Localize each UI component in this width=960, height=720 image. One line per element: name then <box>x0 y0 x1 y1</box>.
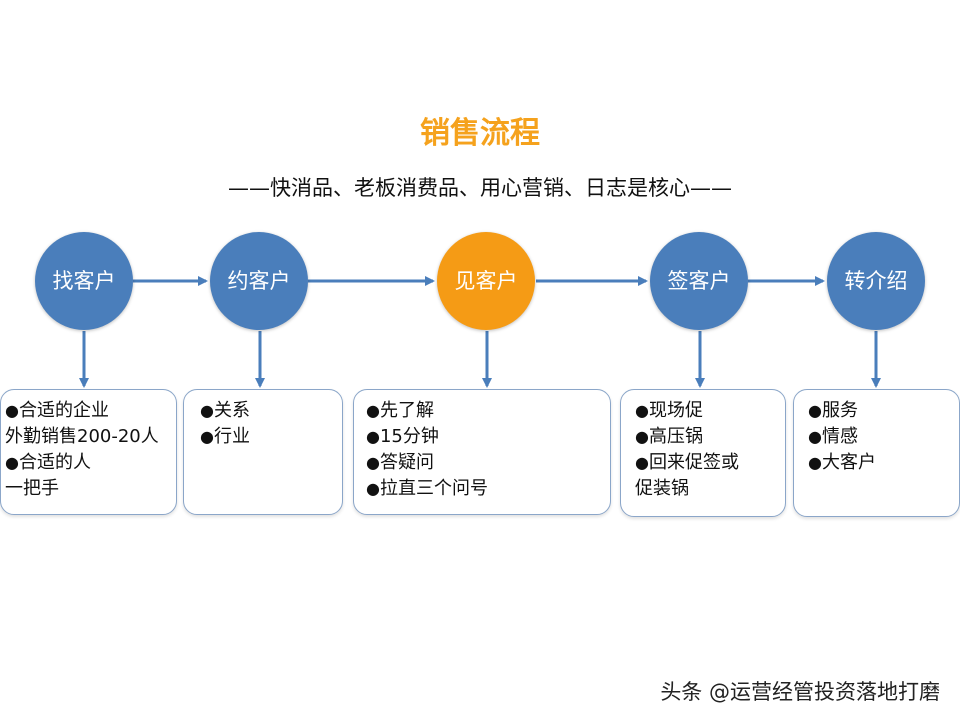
detail-item: 关系 <box>200 398 338 424</box>
detail-item: 先了解 <box>366 398 606 424</box>
step-find-customer: 找客户 <box>35 232 133 330</box>
detail-item: 行业 <box>200 424 338 450</box>
detail-item: 服务 <box>808 398 955 424</box>
details-box-book-customer: 关系 行业 <box>183 389 343 515</box>
detail-item: 合适的人 <box>5 450 172 476</box>
step-label: 找客户 <box>52 268 116 293</box>
subtitle: ——快消品、老板消费品、用心营销、日志是核心—— <box>228 176 732 200</box>
step-referral: 转介绍 <box>827 232 925 330</box>
step-meet-customer: 见客户 <box>437 232 535 330</box>
detail-item-continuation: 促装锅 <box>635 478 689 499</box>
step-label: 见客户 <box>454 268 518 293</box>
detail-item: 拉直三个问号 <box>366 476 606 502</box>
step-label: 转介绍 <box>844 268 908 293</box>
detail-item: 回来促签或 <box>635 450 781 476</box>
step-label: 约客户 <box>227 268 291 293</box>
detail-item: 高压锅 <box>635 424 781 450</box>
details-box-sign-customer: 现场促 高压锅 回来促签或 促装锅 <box>620 389 786 517</box>
detail-item-continuation: 外勤销售200-20人 <box>5 426 159 447</box>
detail-item: 现场促 <box>635 398 781 424</box>
step-book-customer: 约客户 <box>210 232 308 330</box>
step-label: 签客户 <box>667 268 731 293</box>
detail-item: 15分钟 <box>366 424 606 450</box>
detail-item-continuation: 一把手 <box>5 478 59 499</box>
details-box-find-customer: 合适的企业 外勤销售200-20人 合适的人 一把手 <box>0 389 177 515</box>
details-box-referral: 服务 情感 大客户 <box>793 389 960 517</box>
detail-item: 合适的企业 <box>5 398 172 424</box>
detail-item: 情感 <box>808 424 955 450</box>
detail-item: 大客户 <box>808 450 955 476</box>
details-box-meet-customer: 先了解 15分钟 答疑问 拉直三个问号 <box>353 389 611 515</box>
watermark: 头条 @运营经管投资落地打磨 <box>660 680 940 704</box>
step-sign-customer: 签客户 <box>650 232 748 330</box>
detail-item: 答疑问 <box>366 450 606 476</box>
page-title: 销售流程 <box>420 116 540 151</box>
